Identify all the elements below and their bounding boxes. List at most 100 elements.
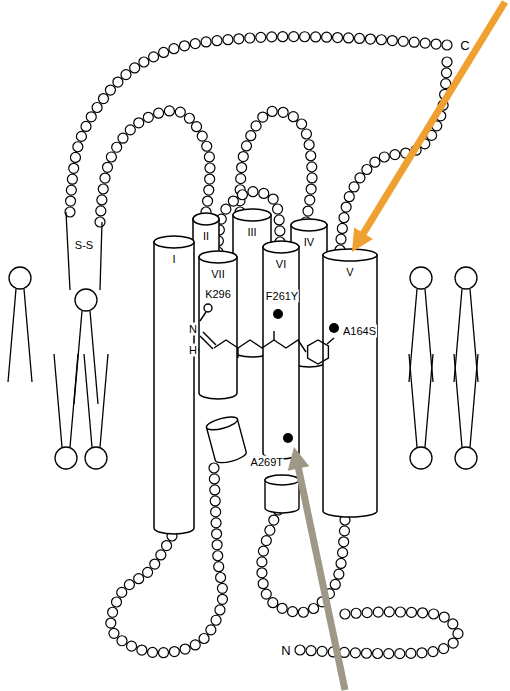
amino-acid-bead xyxy=(317,646,327,656)
amino-acid-bead xyxy=(210,485,220,495)
amino-acid-bead xyxy=(258,112,268,122)
amino-acid-bead xyxy=(213,551,223,561)
amino-acid-bead xyxy=(334,569,344,579)
amino-acid-bead xyxy=(217,594,227,604)
amino-acid-bead xyxy=(355,173,365,183)
amino-acid-bead xyxy=(76,131,86,141)
cylinder-outline xyxy=(322,248,378,518)
amino-acid-bead xyxy=(180,644,190,654)
amino-acid-bead xyxy=(340,609,350,619)
amino-acid-bead xyxy=(190,640,200,650)
mutation-dot xyxy=(273,309,283,319)
lipid-molecule xyxy=(409,354,433,469)
amino-acid-bead xyxy=(376,35,386,45)
amino-acid-bead xyxy=(156,550,166,560)
amino-acid-bead xyxy=(350,648,360,658)
amino-acid-bead xyxy=(117,587,127,597)
amino-acid-bead xyxy=(209,463,219,473)
amino-acid-bead xyxy=(109,628,119,638)
amino-acid-bead xyxy=(307,162,317,172)
terminus-label: C xyxy=(459,39,470,52)
amino-acid-bead xyxy=(197,131,207,141)
amino-acid-bead xyxy=(417,648,427,658)
amino-acid-bead xyxy=(164,106,174,116)
amino-acid-bead xyxy=(256,32,266,42)
amino-acid-bead xyxy=(268,194,278,204)
helix-cylinder: I xyxy=(153,235,195,535)
amino-acid-bead xyxy=(398,36,408,46)
amino-acid-bead xyxy=(130,63,140,73)
amino-acid-bead xyxy=(301,129,311,139)
amino-acid-bead xyxy=(127,641,137,651)
amino-acid-bead xyxy=(288,112,298,122)
amino-acid-bead xyxy=(274,215,284,225)
amino-acid-bead xyxy=(180,41,190,51)
amino-acid-bead xyxy=(431,39,441,49)
amino-acid-bead xyxy=(158,648,168,658)
amino-acid-bead xyxy=(267,106,277,116)
amino-acid-bead xyxy=(257,568,267,578)
amino-acid-bead xyxy=(106,152,116,162)
amino-acid-bead xyxy=(92,103,102,113)
helix-number: V xyxy=(322,266,378,279)
amino-acid-bead xyxy=(86,112,96,122)
amino-acid-bead xyxy=(175,107,185,117)
helix-cylinder xyxy=(265,475,299,513)
pointer-arrow xyxy=(288,447,345,690)
helix-cylinder: V xyxy=(322,248,378,518)
amino-acid-bead xyxy=(448,638,458,648)
amino-acid-bead xyxy=(223,35,233,45)
atom-label: N xyxy=(188,323,198,336)
amino-acid-bead xyxy=(337,223,347,233)
amino-acid-bead xyxy=(370,157,380,167)
amino-acid-bead xyxy=(125,125,135,135)
atom-label: H xyxy=(188,344,198,357)
amino-acid-bead xyxy=(429,609,439,619)
amino-acid-bead xyxy=(300,32,310,42)
amino-acid-bead xyxy=(192,122,202,132)
amino-acid-bead xyxy=(190,39,200,49)
amino-acid-bead xyxy=(336,234,346,244)
helix-number: III xyxy=(232,226,272,239)
helix-number: VII xyxy=(198,268,238,281)
amino-acid-bead xyxy=(204,152,214,162)
amino-acid-bead xyxy=(442,40,452,50)
amino-acid-bead xyxy=(259,188,269,198)
amino-acid-bead xyxy=(361,648,371,658)
amino-acid-bead xyxy=(139,57,149,67)
lipid-molecule xyxy=(74,289,98,404)
disulfide-label: S-S xyxy=(74,239,94,252)
amino-acid-bead xyxy=(100,173,110,183)
amino-acid-bead xyxy=(228,196,238,206)
amino-acid-bead xyxy=(150,559,160,569)
amino-acid-bead xyxy=(448,619,458,629)
amino-acid-bead xyxy=(159,47,169,57)
amino-acid-bead xyxy=(442,57,452,67)
retinal-chromophore xyxy=(200,304,334,364)
amino-acid-bead xyxy=(295,645,305,655)
amino-acid-bead xyxy=(362,165,372,175)
lipid-molecule xyxy=(409,267,433,382)
amino-acid-bead xyxy=(409,37,419,47)
amino-acid-bead xyxy=(102,162,112,172)
amino-acid-bead xyxy=(246,131,256,141)
amino-acid-bead xyxy=(241,141,251,151)
amino-acid-bead xyxy=(395,607,405,617)
helix-cylinder xyxy=(205,414,247,465)
amino-acid-bead xyxy=(322,32,332,42)
amino-acid-bead xyxy=(154,108,164,118)
amino-acid-bead xyxy=(373,649,383,659)
amino-acid-bead xyxy=(336,558,346,568)
amino-acid-bead xyxy=(354,33,364,43)
amino-acid-bead xyxy=(97,195,107,205)
amino-acid-bead xyxy=(277,603,287,613)
amino-acid-bead xyxy=(362,608,372,618)
amino-acid-bead xyxy=(338,548,348,558)
amino-acid-bead xyxy=(117,636,127,646)
amino-acid-bead xyxy=(261,536,271,546)
amino-acid-bead xyxy=(384,649,394,659)
residue-label: K296 xyxy=(204,288,232,301)
